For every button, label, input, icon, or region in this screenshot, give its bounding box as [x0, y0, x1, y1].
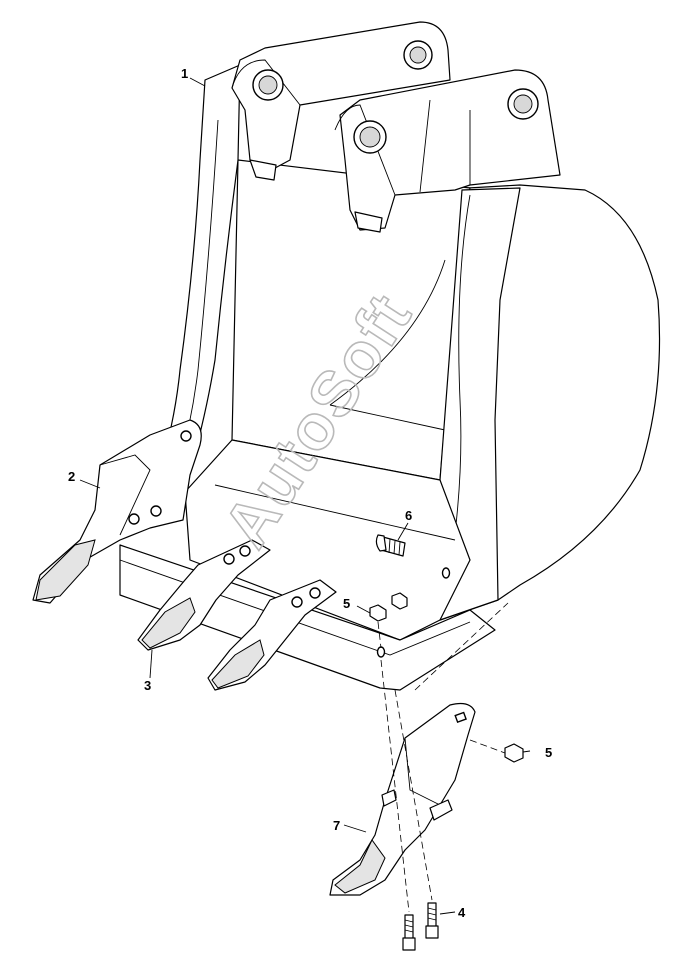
mounting-bracket-rear [231, 21, 451, 181]
bolts-part-4 [402, 902, 439, 951]
floor-hole-1 [441, 567, 451, 579]
tooth-adapter-1 [137, 539, 271, 651]
side-cutter-slot [454, 711, 467, 724]
pin-boss-rear-left-inner [258, 75, 278, 95]
side-cutter-left [32, 419, 202, 604]
bolt-part-6 [375, 534, 406, 557]
pin-boss-front-left-inner [359, 126, 381, 148]
callout-1: 1 [181, 66, 188, 81]
callout-6: 6 [405, 508, 412, 523]
nut-lower [504, 743, 524, 763]
callout-2: 2 [68, 469, 75, 484]
leader-lines [79, 77, 531, 915]
side-cutter-right [329, 702, 476, 896]
mounting-bracket-front [334, 69, 561, 233]
side-cutter-hole [180, 430, 192, 442]
callout-3: 3 [144, 678, 151, 693]
bucket-floor-line [214, 484, 456, 541]
callout-7: 7 [333, 818, 340, 833]
pin-boss-rear-right-inner [409, 46, 427, 64]
callout-5-upper: 5 [343, 596, 350, 611]
callout-5-lower: 5 [545, 745, 552, 760]
nut-upper-1 [369, 604, 387, 622]
callout-4: 4 [458, 905, 466, 920]
bucket-inner-wall [329, 259, 446, 431]
tooth-adapter-2 [207, 579, 337, 691]
bucket-left-side-plate [159, 64, 241, 481]
assembly-lines [377, 602, 509, 913]
nut-upper-2 [391, 592, 408, 610]
floor-hole-2 [376, 646, 386, 658]
pin-boss-front-right-inner [513, 94, 533, 114]
